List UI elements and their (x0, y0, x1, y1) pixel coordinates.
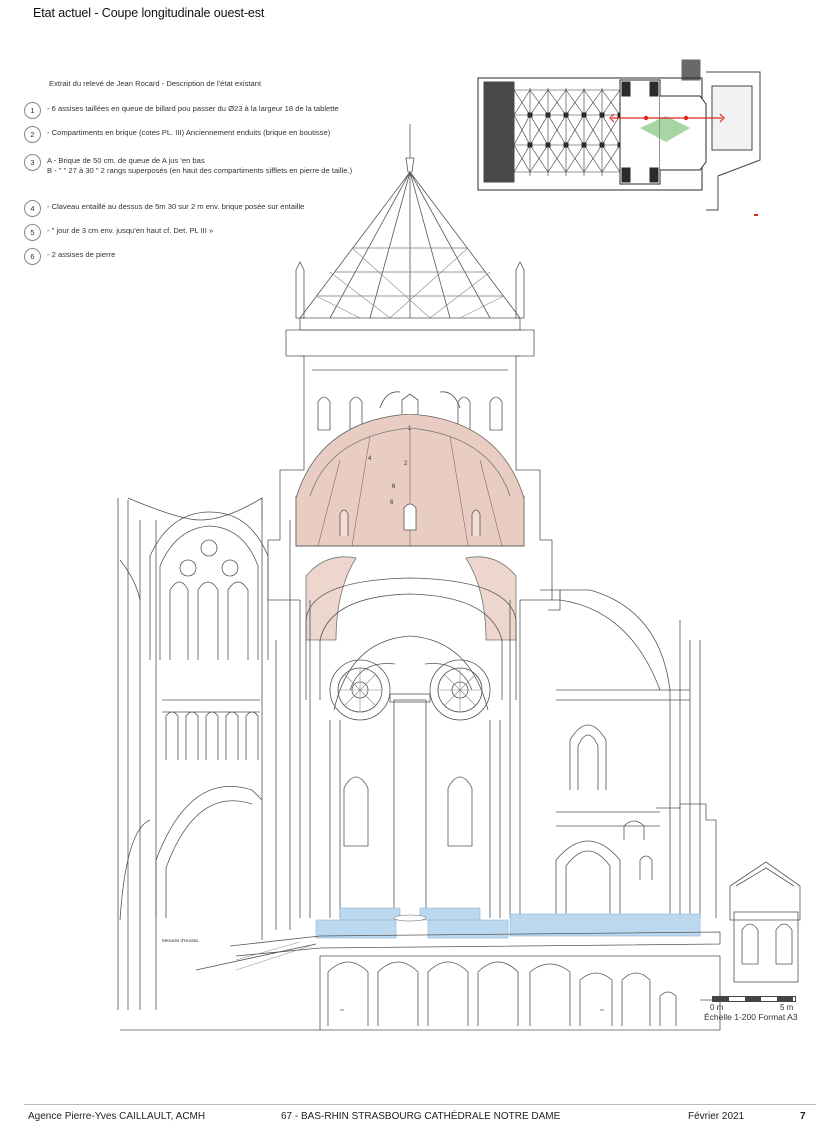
page-title: Etat actuel - Coupe longitudinale ouest-… (33, 6, 265, 20)
nave-bays (117, 497, 291, 1010)
legend-text: - Compartiments en brique (cotes PL. III… (47, 128, 331, 137)
crypt (120, 931, 721, 1031)
choir-bays (540, 589, 717, 918)
footer-agency: Agence Pierre-Yves CAILLAULT, ACMH (28, 1111, 206, 1122)
plan-west-front (483, 81, 515, 183)
legend-text: - 6 assises taillées en queue de billard… (47, 104, 339, 113)
legend-item: 3 A - Brique de 50 cm. de queue de A jus… (24, 154, 374, 176)
notes-intro: Extrait du relevé de Jean Rocard - Descr… (49, 79, 262, 88)
legend-number: 4 (24, 200, 41, 217)
scale-bar-graphic (712, 996, 796, 1002)
section-elevation (117, 124, 801, 1031)
crossing-piers (299, 600, 521, 919)
plan-arrow-icon (719, 113, 725, 123)
key-plan (477, 59, 761, 216)
scale-five-label: 5 m (780, 1003, 794, 1012)
rose-windows (329, 659, 491, 721)
legend-item: 6 - 2 assises de pierre (24, 248, 116, 265)
crossing-arches (305, 556, 517, 711)
annex-building (729, 861, 801, 983)
legend-text: A - Brique de 50 cm. de queue de A jus '… (47, 156, 353, 175)
glass-platforms (315, 907, 701, 939)
dome-label: 4 (368, 456, 372, 462)
dome-label: 2 (404, 461, 408, 467)
dome-label: 1 (408, 426, 412, 432)
legend-number: 2 (24, 126, 41, 143)
plan-tower (681, 59, 701, 81)
scale-caption: Échelle 1-200 Format A3 (704, 1012, 798, 1022)
legend-number: 3 (24, 154, 41, 171)
legend-item: 5 - " jour de 3 cm env. jusqu'en haut cf… (24, 224, 214, 241)
legend-text: - " jour de 3 cm env. jusqu'en haut cf. … (47, 226, 214, 235)
scale-bar: 0 m 5 m Échelle 1-200 Format A3 (704, 994, 799, 1024)
dome (295, 393, 525, 547)
legend-number: 6 (24, 248, 41, 265)
page-number: 7 (800, 1111, 806, 1122)
legend-text: - 2 assises de pierre (47, 250, 116, 259)
legend-item: 2 - Compartiments en brique (cotes PL. I… (24, 126, 331, 143)
legend-number: 5 (24, 224, 41, 241)
footer-date: Février 2021 (688, 1111, 745, 1122)
dome-labels: 1 2 4 6 6 Mesures d'Horatio (162, 426, 412, 943)
plan-choir (660, 95, 707, 171)
spire (295, 124, 525, 331)
dome-label: 6 (390, 500, 394, 506)
dome-label: 6 (392, 484, 396, 490)
small-label: Mesures d'Horatio (162, 938, 199, 943)
plan-arrow-icon (609, 113, 615, 123)
legend-item: 1 - 6 assises taillées en queue de billa… (24, 102, 339, 119)
footer-site: 67 - BAS-RHIN STRASBOURG CATHÉDRALE NOTR… (281, 1111, 561, 1122)
legend-text: - Claveau entaillé au dessus de 5m 30 su… (47, 202, 305, 211)
plan-highlight (640, 116, 690, 142)
footer-divider (24, 1104, 816, 1105)
plan-annex (706, 71, 761, 211)
scale-zero-label: 0 m (710, 1003, 724, 1012)
legend-number: 1 (24, 102, 41, 119)
legend-item: 4 - Claveau entaillé au dessus de 5m 30 … (24, 200, 305, 217)
